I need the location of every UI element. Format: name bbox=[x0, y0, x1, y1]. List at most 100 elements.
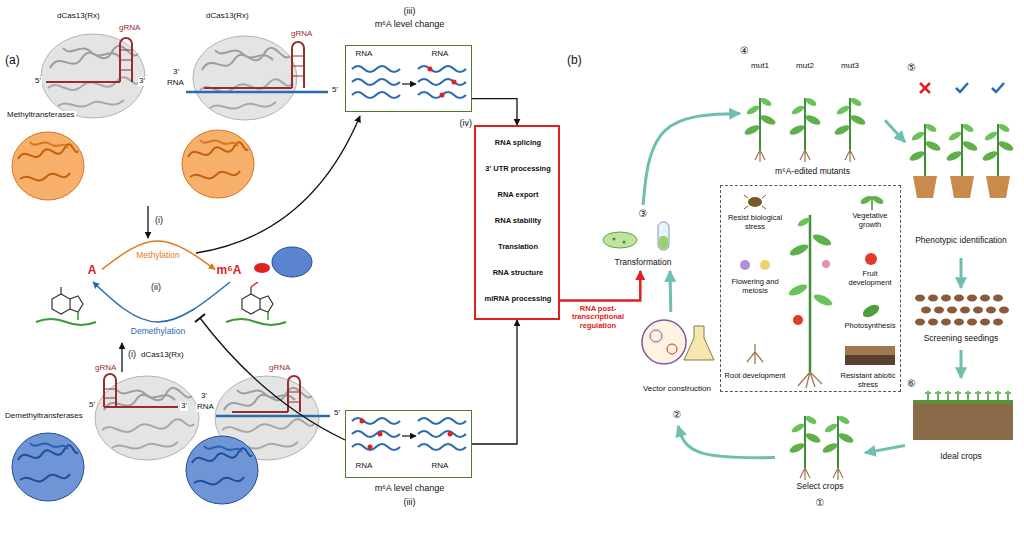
illustration-part bbox=[193, 36, 297, 120]
illustration-part bbox=[928, 295, 938, 302]
part-label: 5' bbox=[88, 401, 96, 410]
illustration-part bbox=[292, 42, 304, 88]
part-label: gRNA bbox=[290, 30, 313, 39]
part-label: 3' bbox=[138, 77, 146, 86]
node-text: Ideal crops bbox=[907, 452, 1015, 462]
illustration-part bbox=[871, 194, 884, 205]
node-text: RNA bbox=[352, 461, 376, 470]
node-text: m⁶A level change bbox=[346, 19, 473, 29]
illustration-part bbox=[913, 400, 1013, 440]
illustration-part bbox=[603, 232, 637, 248]
workflow-step: ④mut1mut2mut3m⁶A-edited mutants bbox=[740, 45, 885, 182]
illustration-part bbox=[623, 241, 626, 244]
illustration-part bbox=[743, 96, 776, 162]
illustration-part bbox=[967, 319, 977, 326]
illustration-part bbox=[811, 232, 833, 248]
illustration-part bbox=[195, 314, 205, 322]
part-label: (a) bbox=[4, 54, 21, 67]
illustration-part bbox=[845, 355, 895, 365]
node-text: (iii) bbox=[346, 497, 473, 507]
illustration-part bbox=[448, 432, 453, 437]
illustration-part bbox=[865, 253, 877, 265]
illustration-part bbox=[986, 307, 996, 314]
node-text: m⁶A-edited mutants bbox=[742, 167, 883, 177]
illustration-part bbox=[186, 91, 328, 94]
illustration-part bbox=[104, 374, 116, 407]
part-label: dCas13(Rx) bbox=[140, 351, 185, 360]
illustration-part bbox=[147, 206, 148, 238]
illustration-part bbox=[986, 176, 1010, 198]
node-text: RNA export bbox=[478, 191, 558, 200]
node-text: ① bbox=[777, 497, 863, 509]
illustration-part bbox=[915, 319, 925, 326]
part-label: gRNA bbox=[94, 364, 117, 373]
illustration-part bbox=[12, 433, 84, 501]
connector bbox=[678, 426, 775, 458]
illustration-part bbox=[182, 130, 254, 198]
step-arrows bbox=[122, 116, 360, 440]
illustration-part bbox=[288, 392, 300, 402]
illustration-part bbox=[254, 263, 270, 273]
part-label: 3' bbox=[200, 392, 208, 401]
connector bbox=[560, 271, 640, 301]
illustration-part bbox=[186, 436, 258, 504]
connector bbox=[865, 446, 905, 453]
node-text: Screening seedings bbox=[907, 334, 1015, 344]
illustration-part bbox=[787, 282, 809, 298]
illustration-part bbox=[658, 222, 669, 250]
illustration-part bbox=[368, 445, 373, 450]
illustration-part bbox=[740, 260, 750, 270]
trait-panel: Resist biological stressVegetative growt… bbox=[720, 185, 901, 392]
part-label: RNA bbox=[196, 403, 215, 412]
illustration-part bbox=[967, 295, 977, 302]
illustration-part bbox=[913, 176, 937, 198]
connector bbox=[472, 99, 517, 125]
node-text: ④ bbox=[740, 45, 754, 57]
part-label: 3' bbox=[172, 68, 180, 77]
illustration-part bbox=[428, 67, 433, 72]
illustration-part bbox=[272, 247, 312, 277]
connector bbox=[472, 320, 517, 444]
illustration-part bbox=[920, 83, 930, 93]
illustration-part bbox=[798, 372, 822, 388]
node-text: Photosynthesis bbox=[841, 322, 899, 331]
illustration-part bbox=[980, 319, 990, 326]
transformation-icon bbox=[603, 222, 669, 250]
illustration-part bbox=[934, 307, 944, 314]
illustration-part bbox=[871, 196, 873, 210]
edge-label: Demethylation bbox=[123, 327, 193, 337]
node-text: ② bbox=[640, 409, 714, 421]
illustration-part bbox=[947, 307, 957, 314]
illustration-part bbox=[650, 330, 662, 342]
edge-label: RNA post-transcriptional regulation bbox=[562, 305, 634, 330]
node-text: miRNA processing bbox=[478, 295, 558, 304]
illustration-part bbox=[95, 376, 199, 460]
illustration-part bbox=[352, 418, 400, 450]
node-text: Select crops bbox=[777, 482, 863, 492]
connector bbox=[885, 120, 905, 142]
part-label: gRNA bbox=[118, 24, 141, 33]
illustration-part bbox=[913, 400, 1013, 404]
illustration-part bbox=[992, 83, 1004, 92]
part-label: Methyltransferases bbox=[6, 111, 76, 120]
illustration-part bbox=[41, 34, 145, 118]
illustration-part bbox=[954, 295, 964, 302]
part-label: 5' bbox=[333, 409, 341, 418]
illustration-part bbox=[954, 319, 964, 326]
illustration-part bbox=[200, 318, 345, 440]
field-icon bbox=[913, 391, 1013, 440]
illustration-part bbox=[822, 260, 830, 268]
illustration-part bbox=[925, 392, 1011, 394]
node-text: Resistant abiotic stress bbox=[837, 372, 899, 389]
illustration-part bbox=[744, 195, 766, 209]
nucleotide-label: m⁶A bbox=[215, 264, 245, 282]
edge-label: Methylation bbox=[128, 251, 188, 261]
node-text: Transformation bbox=[600, 258, 686, 268]
illustration-part bbox=[980, 295, 990, 302]
level-change-box: (iii)m⁶A level changeRNARNA bbox=[345, 45, 472, 112]
node-text: ⑥ bbox=[907, 378, 921, 390]
illustration-part bbox=[796, 216, 811, 228]
connector bbox=[93, 282, 230, 322]
